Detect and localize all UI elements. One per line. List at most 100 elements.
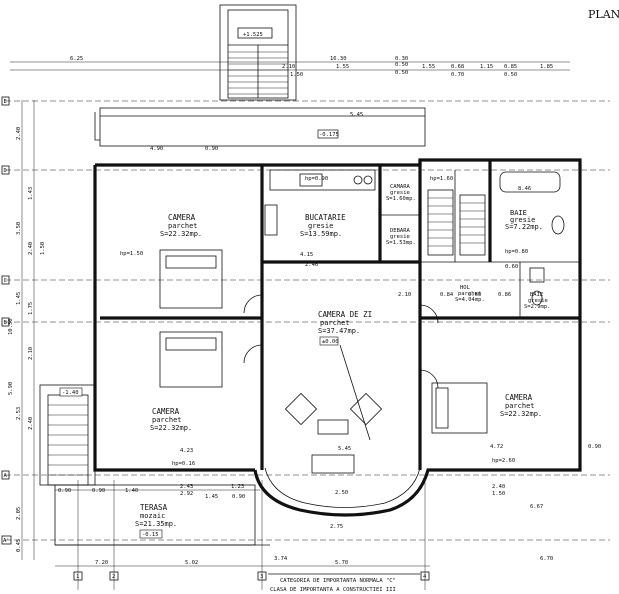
svg-text:1.45: 1.45 <box>16 292 22 305</box>
svg-text:CATEGORIA DE IMPORTANTA NORMAL: CATEGORIA DE IMPORTANTA NORMALA "C" <box>280 578 396 584</box>
svg-text:5.02: 5.02 <box>185 560 198 566</box>
svg-text:gresie: gresie <box>308 222 333 230</box>
svg-text:0.90: 0.90 <box>232 494 245 500</box>
svg-text:CAMERA: CAMERA <box>168 213 196 222</box>
svg-text:S=22.32mp.: S=22.32mp. <box>500 410 542 418</box>
room-baie-top: BAIE gresie S=7.22mp. <box>505 209 543 231</box>
svg-text:1.55: 1.55 <box>336 64 349 70</box>
room-camara: CAMARA gresie S=1.60mp. <box>386 184 416 202</box>
svg-text:D: D <box>4 168 7 174</box>
svg-text:0.90: 0.90 <box>205 146 218 152</box>
svg-text:gresie: gresie <box>510 216 535 224</box>
svg-text:6.25: 6.25 <box>70 56 83 62</box>
svg-text:2.40: 2.40 <box>16 127 22 140</box>
room-camera-e: CAMERA parchet S=22.32mp. <box>500 393 542 418</box>
svg-text:hp=0.16: hp=0.16 <box>172 461 195 467</box>
svg-text:S=37.47mp.: S=37.47mp. <box>318 327 360 335</box>
svg-text:1: 1 <box>76 574 79 580</box>
svg-text:1.85: 1.85 <box>540 64 553 70</box>
svg-text:2.40: 2.40 <box>28 417 34 430</box>
svg-text:BUCATARIE: BUCATARIE <box>305 213 346 222</box>
svg-text:0.70: 0.70 <box>451 72 464 78</box>
footer-notes: CATEGORIA DE IMPORTANTA NORMALA "C" CLAS… <box>268 573 420 593</box>
bed-sw <box>159 331 223 388</box>
svg-text:parchet: parchet <box>320 319 350 327</box>
svg-text:parchet: parchet <box>458 291 481 297</box>
svg-text:4.23: 4.23 <box>180 448 193 454</box>
interior-walls <box>100 160 580 470</box>
svg-text:CAMARA: CAMARA <box>390 184 411 190</box>
svg-text:S=1.60mp.: S=1.60mp. <box>386 196 416 202</box>
svg-text:E: E <box>4 99 7 105</box>
bath-fixtures <box>499 171 565 306</box>
svg-text:BAIE: BAIE <box>530 292 543 298</box>
room-camera-nw: CAMERA parchet S=22.32mp. <box>160 213 202 238</box>
living-furniture <box>243 294 439 474</box>
svg-text:1.50: 1.50 <box>290 72 303 78</box>
svg-text:0.60: 0.60 <box>468 292 481 298</box>
inner-stair <box>427 189 486 256</box>
svg-text:C: C <box>4 278 7 284</box>
room-hol: HOL parchet S=4.04mp. <box>455 285 485 303</box>
svg-text:CAMERA: CAMERA <box>505 393 533 402</box>
svg-text:0.50: 0.50 <box>395 62 408 68</box>
svg-text:5.45: 5.45 <box>350 112 363 118</box>
svg-text:5.70: 5.70 <box>335 560 348 566</box>
svg-text:2.10: 2.10 <box>282 64 295 70</box>
svg-text:2: 2 <box>112 574 115 580</box>
svg-text:4.15: 4.15 <box>300 252 313 258</box>
svg-text:0.90: 0.90 <box>58 488 71 494</box>
svg-text:2.10: 2.10 <box>398 292 411 298</box>
svg-text:16.30: 16.30 <box>330 56 347 62</box>
svg-text:2.05: 2.05 <box>16 507 22 520</box>
svg-text:S=22.32mp.: S=22.32mp. <box>160 230 202 238</box>
svg-text:BAIE: BAIE <box>510 209 527 217</box>
svg-text:hp=0.90: hp=0.90 <box>305 176 328 182</box>
svg-text:7.20: 7.20 <box>95 560 108 566</box>
svg-text:parchet: parchet <box>505 402 535 410</box>
svg-text:HOL: HOL <box>460 285 471 291</box>
svg-text:2.50: 2.50 <box>335 490 348 496</box>
svg-text:gresie: gresie <box>390 234 410 240</box>
svg-text:2.53: 2.53 <box>16 407 22 420</box>
left-dimensions: 2.40 3.50 1.43 2.40 1.50 1.45 1.75 2.10 … <box>8 100 46 560</box>
svg-text:0.86: 0.86 <box>498 292 511 298</box>
svg-text:S=21.35mp.: S=21.35mp. <box>135 520 177 528</box>
svg-text:0.84: 0.84 <box>440 292 454 298</box>
svg-text:1.75: 1.75 <box>28 302 34 315</box>
svg-text:A': A' <box>3 538 10 544</box>
svg-text:2.75: 2.75 <box>330 524 343 530</box>
svg-text:mozaic: mozaic <box>140 512 165 520</box>
svg-text:0.60: 0.60 <box>505 264 518 270</box>
terrace-level-marker: -0.175 <box>319 132 339 138</box>
svg-text:3.50: 3.50 <box>16 222 22 235</box>
svg-text:1.50: 1.50 <box>492 491 505 497</box>
svg-text:6.70: 6.70 <box>540 556 553 562</box>
svg-text:2.10: 2.10 <box>28 347 34 360</box>
svg-text:0.30: 0.30 <box>395 56 408 62</box>
svg-text:1.55: 1.55 <box>422 64 435 70</box>
svg-text:gresie: gresie <box>528 298 548 304</box>
svg-text:6.67: 6.67 <box>530 504 543 510</box>
svg-text:4.72: 4.72 <box>490 444 503 450</box>
svg-text:S=4.04mp.: S=4.04mp. <box>455 297 485 303</box>
bed-e <box>431 382 488 434</box>
svg-text:0.68: 0.68 <box>451 64 464 70</box>
room-camera-sw: CAMERA parchet S=22.32mp. <box>150 407 192 432</box>
svg-text:4: 4 <box>423 574 427 580</box>
svg-text:5.90: 5.90 <box>8 382 14 395</box>
svg-text:1.23: 1.23 <box>231 484 244 490</box>
terasa-area: -0.15 <box>54 484 270 546</box>
svg-text:1.50: 1.50 <box>40 242 46 255</box>
svg-text:1.45: 1.45 <box>205 494 218 500</box>
svg-text:0.50: 0.50 <box>395 70 408 76</box>
upper-terrace: -0.175 5.45 4.90 0.90 <box>94 107 426 152</box>
svg-text:0.90: 0.90 <box>588 444 601 450</box>
svg-text:0.85: 0.85 <box>504 64 517 70</box>
svg-text:TERASA: TERASA <box>140 503 168 512</box>
svg-text:2.92: 2.92 <box>180 491 193 497</box>
svg-text:8.46: 8.46 <box>518 186 531 192</box>
living-level-marker: ±0.00 <box>322 339 339 345</box>
svg-text:0.45: 0.45 <box>16 539 22 552</box>
